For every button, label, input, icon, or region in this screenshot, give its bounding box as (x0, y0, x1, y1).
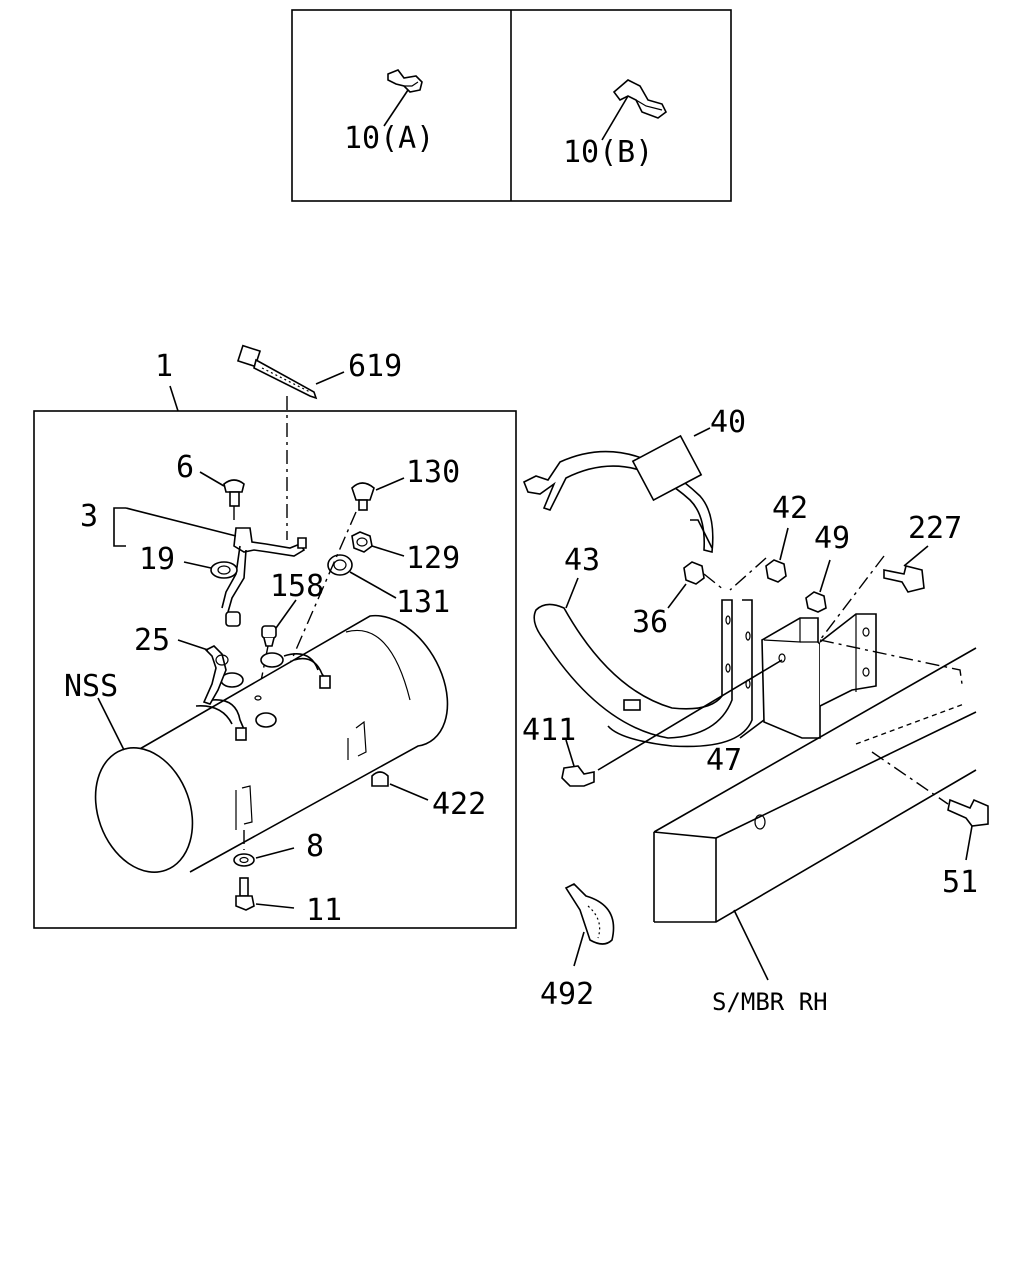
cable-tie-619-drawing (236, 344, 318, 400)
callout-10a: 10(A) (344, 121, 434, 156)
callout-smbr-rh: S/MBR RH (712, 988, 828, 1016)
callout-411: 411 (522, 713, 576, 748)
callout-42: 42 (772, 491, 808, 526)
nut-36-drawing (683, 561, 705, 585)
nut-49-drawing (805, 591, 827, 613)
clip-10b-drawing (601, 79, 668, 141)
bolt-51-drawing (947, 798, 989, 827)
bolt-6-drawing (223, 479, 245, 507)
callout-3: 3 (80, 499, 98, 534)
callout-227: 227 (908, 511, 962, 546)
callout-6: 6 (176, 450, 194, 485)
callout-130: 130 (406, 455, 460, 490)
clip-10a-drawing (383, 69, 423, 127)
nut-129-drawing (351, 531, 373, 553)
bracket-25-drawing (202, 645, 229, 705)
callout-8: 8 (306, 829, 324, 864)
side-member-frame-drawing (653, 639, 977, 923)
screw-130-drawing (351, 482, 375, 511)
callout-49: 49 (814, 521, 850, 556)
callout-51: 51 (942, 865, 978, 900)
callout-131: 131 (396, 585, 450, 620)
bolt-227-drawing (883, 565, 925, 593)
callout-492: 492 (540, 977, 594, 1012)
washer-131-drawing (327, 554, 353, 576)
grommet-422-drawing (371, 771, 389, 787)
callout-19: 19 (139, 542, 175, 577)
bolt-11-drawing (235, 877, 255, 911)
fuel-tank-drawing (94, 614, 449, 873)
cable-tie-492-drawing (564, 883, 615, 945)
callout-25: 25 (134, 623, 170, 658)
callout-10b: 10(B) (563, 135, 653, 170)
clip-411-drawing (561, 765, 595, 787)
bracket-47-drawing (761, 613, 877, 739)
callout-619: 619 (348, 349, 402, 384)
callout-40: 40 (710, 405, 746, 440)
callout-158: 158 (270, 569, 324, 604)
callout-nss: NSS (64, 669, 118, 704)
washer-8-drawing (233, 853, 255, 867)
callout-1: 1 (155, 349, 173, 384)
strap-43-drawing (533, 599, 753, 748)
assembly-box (33, 410, 517, 929)
inset-box (291, 9, 732, 202)
callout-422: 422 (432, 787, 486, 822)
plug-158-drawing (261, 625, 277, 647)
callout-43: 43 (564, 543, 600, 578)
callout-129: 129 (406, 541, 460, 576)
strap-40-drawing (522, 434, 714, 553)
nut-42-drawing (765, 559, 787, 583)
callout-36: 36 (632, 605, 668, 640)
sender-unit-3-drawing (221, 527, 307, 627)
gasket-19-drawing (210, 561, 238, 579)
callout-47: 47 (706, 743, 742, 778)
callout-11: 11 (306, 893, 342, 928)
